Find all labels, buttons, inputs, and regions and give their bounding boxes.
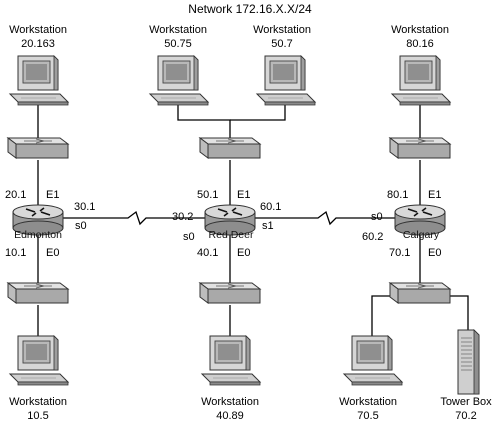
edmonton-s0-address: 30.1 — [74, 201, 95, 213]
diagram-title: Network 172.16.X.X/24 — [188, 2, 312, 16]
switch-edmonton-e0 — [7, 282, 69, 304]
reddeer-s0-address: 30.2 — [172, 211, 193, 223]
calgary-s0-label: s0 — [371, 211, 383, 223]
switch-calgary-e0 — [389, 282, 451, 304]
workstation-50-7 — [256, 55, 316, 106]
serial-link-reddeer-calgary — [255, 210, 395, 226]
edmonton-e1-label: E1 — [46, 189, 59, 201]
workstation-70-5 — [343, 335, 403, 386]
reddeer-e1-label: E1 — [237, 189, 250, 201]
label-ip: 80.16 — [406, 38, 434, 50]
reddeer-s0-label: s0 — [183, 231, 195, 243]
workstation-80-16 — [391, 55, 451, 106]
cable-ws507-switch — [230, 103, 286, 121]
label-workstation: Workstation — [201, 396, 259, 408]
cable-switch-ws705 — [371, 295, 395, 340]
reddeer-e1-address: 50.1 — [197, 189, 218, 201]
cable-ws5075-switch — [177, 103, 231, 138]
label-ip: 70.2 — [455, 410, 476, 422]
label-workstation: Workstation — [339, 396, 397, 408]
edmonton-s0-label: s0 — [75, 220, 87, 232]
label-ip: 40.89 — [216, 410, 244, 422]
switch-reddeer-e1 — [199, 137, 261, 159]
edmonton-e0-label: E0 — [46, 247, 59, 259]
label-tower-box: Tower Box — [440, 396, 492, 408]
router-name-edmonton: Edmonton — [14, 229, 62, 241]
label-workstation: Workstation — [391, 24, 449, 36]
workstation-20-163 — [9, 55, 69, 106]
label-ip: 70.5 — [357, 410, 378, 422]
reddeer-s1-label: s1 — [262, 220, 274, 232]
label-ip: 50.7 — [271, 38, 292, 50]
workstation-50-75 — [149, 55, 209, 106]
reddeer-e0-label: E0 — [237, 247, 250, 259]
label-workstation: Workstation — [9, 396, 67, 408]
serial-link-edmonton-reddeer — [63, 210, 205, 226]
label-ip: 50.75 — [164, 38, 192, 50]
calgary-e1-address: 80.1 — [387, 189, 408, 201]
label-workstation: Workstation — [253, 24, 311, 36]
label-ip: 20.163 — [21, 38, 55, 50]
cables — [37, 103, 469, 340]
calgary-e0-label: E0 — [428, 247, 441, 259]
label-ip: 10.5 — [27, 410, 48, 422]
reddeer-e0-address: 40.1 — [197, 247, 218, 259]
switch-reddeer-e0 — [199, 282, 261, 304]
tower-box-server — [457, 329, 480, 395]
label-workstation: Workstation — [9, 24, 67, 36]
edmonton-e0-address: 10.1 — [5, 247, 26, 259]
router-name-reddeer: Red Deer — [209, 229, 254, 241]
calgary-s0-address: 60.2 — [362, 231, 383, 243]
router-name-calgary: Calgary — [403, 229, 440, 241]
label-workstation: Workstation — [149, 24, 207, 36]
switch-edmonton-e1 — [7, 137, 69, 159]
workstation-10-5 — [9, 335, 69, 386]
switch-calgary-e1 — [389, 137, 451, 159]
edmonton-e1-address: 20.1 — [5, 189, 26, 201]
cable-switch-tower — [445, 295, 469, 330]
reddeer-s1-address: 60.1 — [260, 201, 281, 213]
calgary-e0-address: 70.1 — [389, 247, 410, 259]
workstation-40-89 — [201, 335, 261, 386]
calgary-e1-label: E1 — [428, 189, 441, 201]
